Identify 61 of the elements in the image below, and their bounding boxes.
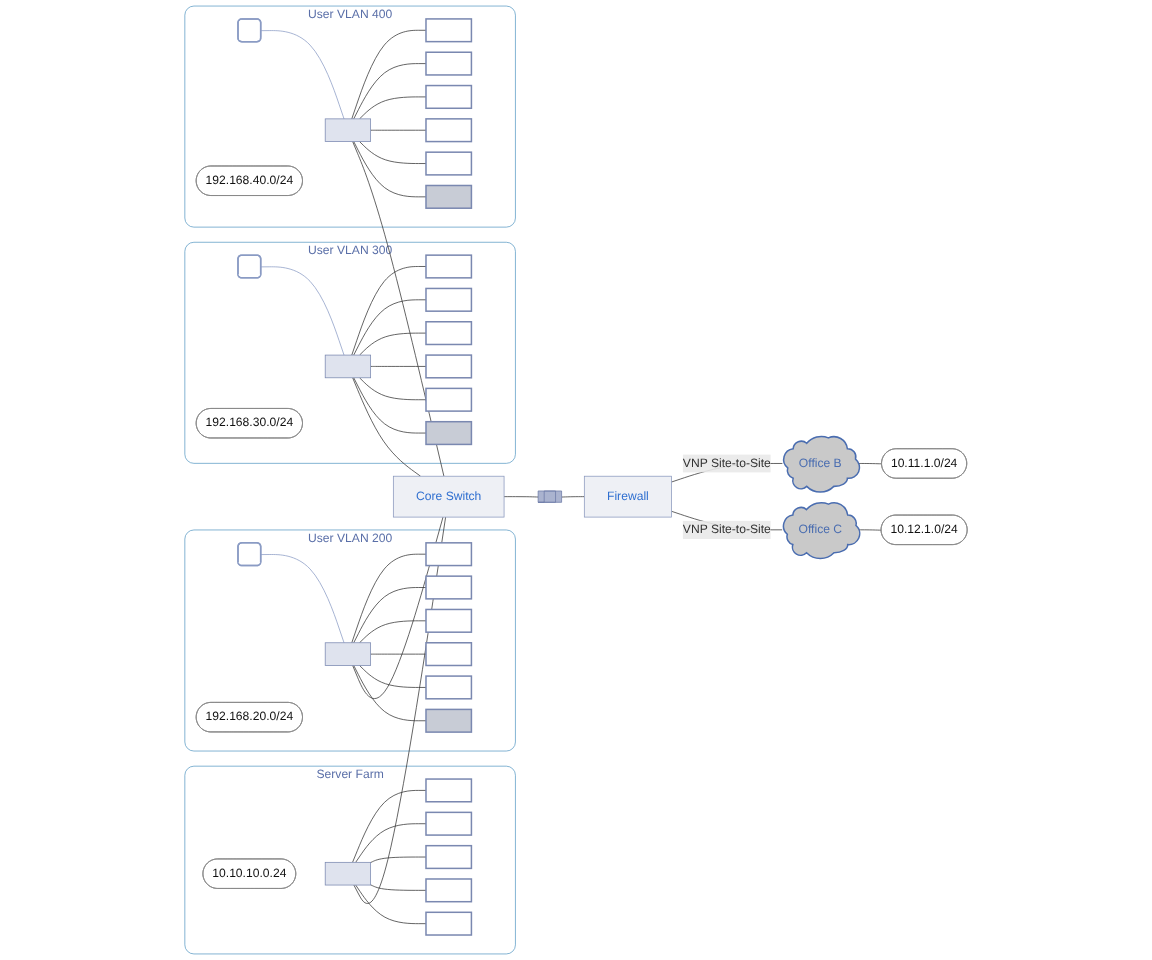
connector — [359, 377, 427, 401]
connector — [359, 96, 427, 120]
node-computer — [425, 151, 473, 176]
connector — [355, 823, 427, 863]
node-firewall — [537, 490, 562, 503]
node-printer — [425, 708, 473, 733]
connector — [858, 529, 882, 531]
connector — [353, 63, 427, 120]
node-computer — [425, 675, 473, 700]
connector — [352, 516, 444, 699]
connector — [370, 884, 427, 891]
node-computer — [425, 287, 473, 312]
node-computer — [425, 51, 473, 76]
node-computer — [425, 84, 473, 109]
node-computer — [425, 118, 473, 143]
connector — [353, 141, 427, 198]
node-computer — [425, 608, 473, 633]
connector — [370, 366, 427, 367]
node-computer — [425, 542, 473, 567]
connector — [503, 496, 539, 498]
connector — [352, 141, 445, 477]
connector — [351, 29, 427, 120]
node-switch — [324, 861, 371, 886]
node-computer — [425, 878, 473, 903]
connector — [359, 620, 427, 644]
connector — [351, 266, 427, 356]
connector — [353, 587, 427, 644]
node-computer — [425, 321, 473, 346]
node-computer — [425, 642, 473, 667]
node-computer — [425, 254, 473, 279]
connector — [260, 30, 345, 120]
connector — [359, 665, 427, 688]
connector — [260, 266, 345, 356]
connector — [353, 665, 427, 722]
node-computer — [425, 387, 473, 412]
node-switch — [324, 354, 371, 379]
connector — [353, 516, 446, 904]
connector — [857, 463, 883, 465]
node-switch — [324, 118, 371, 142]
connector — [353, 299, 427, 356]
connector — [353, 377, 427, 434]
node-printer — [425, 184, 473, 209]
connector — [359, 141, 427, 164]
connector — [351, 553, 427, 644]
connector — [370, 856, 427, 863]
node-computer — [425, 354, 473, 379]
connector — [359, 332, 427, 356]
connector — [352, 377, 421, 477]
node-switch — [324, 642, 371, 666]
connector — [352, 790, 427, 863]
node-computer — [425, 18, 473, 43]
connector — [260, 554, 345, 644]
node-computer — [425, 575, 473, 600]
node-computer — [425, 911, 473, 936]
node-computer — [425, 778, 473, 803]
connector — [355, 884, 427, 925]
connector — [370, 653, 427, 655]
node-computer — [425, 811, 473, 836]
node-printer — [425, 420, 473, 446]
node-computer — [425, 844, 473, 870]
connector — [561, 496, 585, 498]
